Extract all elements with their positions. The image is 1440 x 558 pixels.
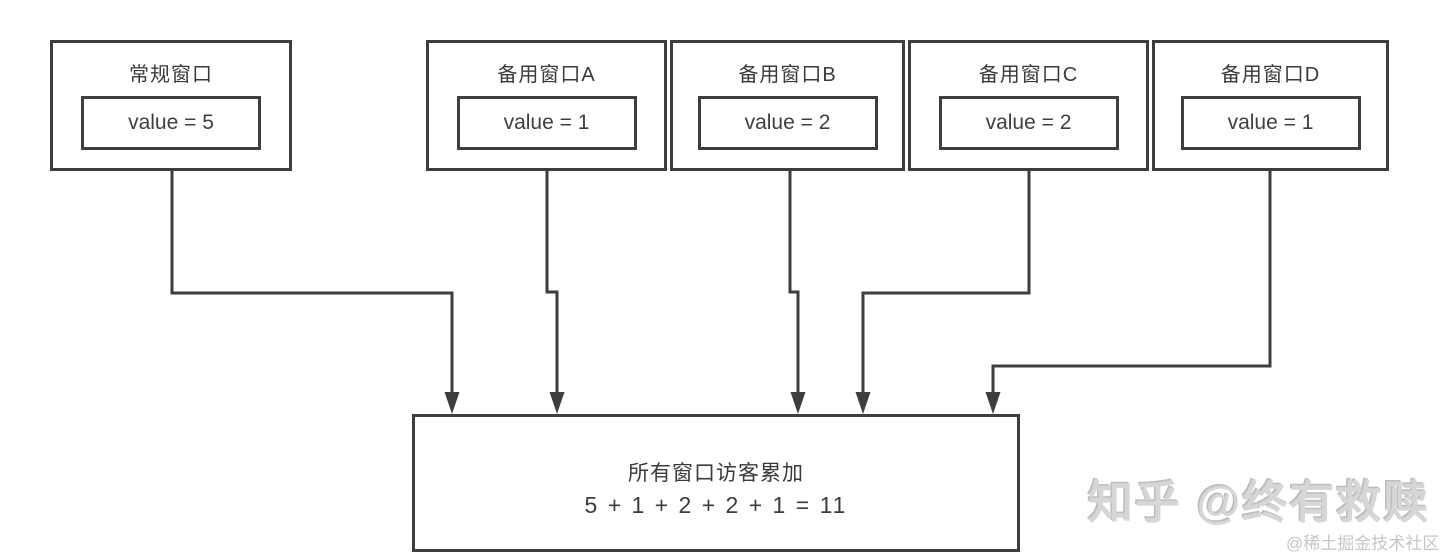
connector-backup-b-to-sum [788, 171, 800, 394]
window-title: 备用窗口A [497, 64, 596, 86]
window-title: 备用窗口B [738, 64, 837, 86]
window-box-regular: 常规窗口 value = 5 [50, 40, 292, 171]
value-box-backup-d: value = 1 [1180, 96, 1361, 150]
arrowhead-backup-a [549, 392, 565, 414]
connector-backup-d-to-sum [991, 171, 1272, 394]
connector-backup-a-to-sum [545, 171, 559, 394]
watermark-juejin: @稀土掘金技术社区 [1286, 534, 1440, 553]
window-title: 备用窗口D [1220, 64, 1321, 86]
sum-box-equation: 5 + 1 + 2 + 2 + 1 = 11 [584, 492, 848, 518]
arrowhead-regular [444, 392, 460, 414]
arrowhead-backup-b [790, 392, 806, 414]
connector-backup-c-to-sum [861, 171, 1031, 394]
value-box-backup-b: value = 2 [697, 96, 878, 150]
window-box-backup-c: 备用窗口C value = 2 [908, 40, 1149, 171]
window-box-backup-b: 备用窗口B value = 2 [670, 40, 905, 171]
window-box-backup-a: 备用窗口A value = 1 [426, 40, 667, 171]
watermark-zhihu: 知乎 @终有救赎 [1088, 477, 1431, 528]
value-box-backup-a: value = 1 [456, 96, 637, 150]
value-label: value = 2 [744, 111, 831, 134]
sum-box: 所有窗口访客累加 5 + 1 + 2 + 2 + 1 = 11 [412, 414, 1020, 552]
arrowhead-backup-c [855, 392, 871, 414]
window-title: 常规窗口 [129, 64, 213, 86]
value-label: value = 5 [128, 111, 214, 134]
sum-box-title: 所有窗口访客累加 [628, 462, 804, 485]
connector-regular-to-sum [170, 171, 454, 394]
value-label: value = 2 [985, 111, 1072, 134]
window-box-backup-d: 备用窗口D value = 1 [1152, 40, 1389, 171]
window-title: 备用窗口C [978, 64, 1079, 86]
arrowhead-backup-d [985, 392, 1001, 414]
value-label: value = 1 [503, 111, 590, 134]
value-box-backup-c: value = 2 [938, 96, 1119, 150]
value-box-regular: value = 5 [81, 96, 261, 150]
value-label: value = 1 [1227, 111, 1314, 134]
